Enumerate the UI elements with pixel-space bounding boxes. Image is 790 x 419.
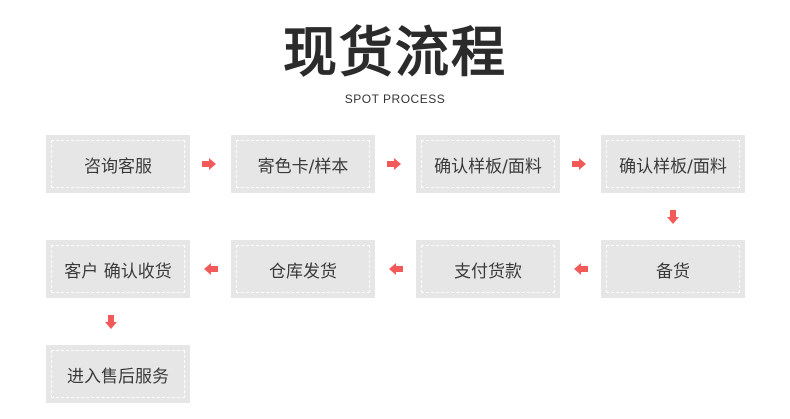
arrow-left-icon: [389, 263, 403, 275]
arrow-right-icon: [202, 158, 216, 170]
step-label: 进入售后服务: [51, 350, 185, 398]
step-send-color-card: 寄色卡/样本: [231, 135, 375, 193]
arrow-right-icon: [572, 158, 586, 170]
arrow-down-icon: [667, 210, 679, 224]
step-warehouse-shipping: 仓库发货: [231, 240, 375, 298]
step-label: 客户 确认收货: [51, 245, 185, 293]
step-consult-service: 咨询客服: [46, 135, 190, 193]
step-stock-preparation: 备货: [601, 240, 745, 298]
step-payment: 支付货款: [416, 240, 560, 298]
step-label: 仓库发货: [236, 245, 370, 293]
arrow-left-icon: [204, 263, 218, 275]
arrow-left-icon: [574, 263, 588, 275]
step-label: 备货: [606, 245, 740, 293]
step-label: 咨询客服: [51, 140, 185, 188]
step-label: 支付货款: [421, 245, 555, 293]
step-confirm-sample-1: 确认样板/面料: [416, 135, 560, 193]
arrow-down-icon: [105, 315, 117, 329]
step-customer-receipt: 客户 确认收货: [46, 240, 190, 298]
page-title: 现货流程: [283, 21, 507, 84]
step-after-sales: 进入售后服务: [46, 345, 190, 403]
step-label: 确认样板/面料: [421, 140, 555, 188]
arrow-right-icon: [387, 158, 401, 170]
page-subtitle: SPOT PROCESS: [344, 92, 446, 106]
step-label: 寄色卡/样本: [236, 140, 370, 188]
step-confirm-sample-2: 确认样板/面料: [601, 135, 745, 193]
step-label: 确认样板/面料: [606, 140, 740, 188]
